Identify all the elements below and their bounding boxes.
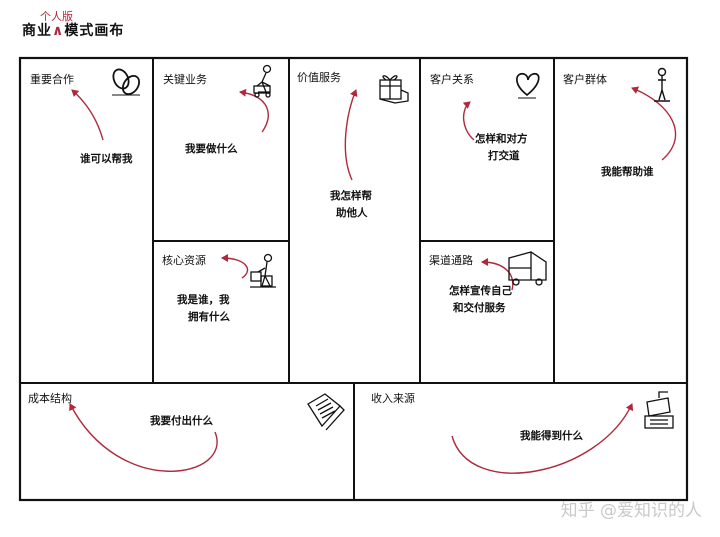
label-value-propositions: 价值服务 [297, 69, 341, 85]
question-channels-line-1: 怎样宣传自己 [449, 283, 512, 300]
label-key-partners: 重要合作 [30, 71, 74, 87]
question-key-resources-line-2: 拥有什么 [188, 309, 230, 326]
watermark: 知乎 @爱知识的人 [561, 496, 702, 521]
question-key-partners: 谁可以帮我 [80, 151, 133, 168]
question-customer-relationships-line-1: 怎样和对方 [475, 131, 528, 148]
question-key-resources-line-1: 我是谁，我 [177, 292, 230, 309]
question-key-activities: 我要做什么 [185, 141, 238, 158]
arrow-key-activities [240, 92, 268, 132]
chain-link-icon [110, 67, 142, 97]
arrow-value-propositions [345, 90, 356, 180]
arrow-key-resources [222, 258, 248, 278]
question-value-propositions-line-2: 助他人 [336, 205, 368, 222]
label-channels: 渠道通路 [429, 252, 473, 268]
arrow-key-partners [72, 90, 103, 140]
heart-icon [517, 74, 539, 98]
arrow-customer-relationships [464, 102, 474, 140]
question-customer-relationships-line-2: 打交道 [488, 148, 520, 165]
worker-pushing-icon [254, 66, 271, 98]
label-customer-relationships: 客户关系 [430, 71, 474, 87]
label-key-activities: 关键业务 [163, 71, 207, 87]
cash-register-icon [645, 392, 673, 428]
question-customer-segments: 我能帮助谁 [601, 164, 654, 181]
question-cost-structure: 我要付出什么 [150, 413, 213, 430]
label-customer-segments: 客户群体 [563, 71, 607, 87]
label-key-resources: 核心资源 [162, 252, 206, 268]
receipt-paper-icon [308, 394, 344, 430]
gift-box-icon [380, 76, 408, 103]
delivery-truck-icon [509, 252, 546, 285]
standing-person-icon [654, 69, 670, 102]
person-with-boxes-icon [250, 255, 276, 288]
arrow-customer-segments [632, 88, 676, 160]
question-value-propositions-line-1: 我怎样帮 [330, 188, 372, 205]
question-channels-line-2: 和交付服务 [453, 300, 506, 317]
question-revenue-streams: 我能得到什么 [520, 428, 583, 445]
label-cost-structure: 成本结构 [28, 390, 72, 406]
label-revenue-streams: 收入来源 [371, 390, 415, 406]
